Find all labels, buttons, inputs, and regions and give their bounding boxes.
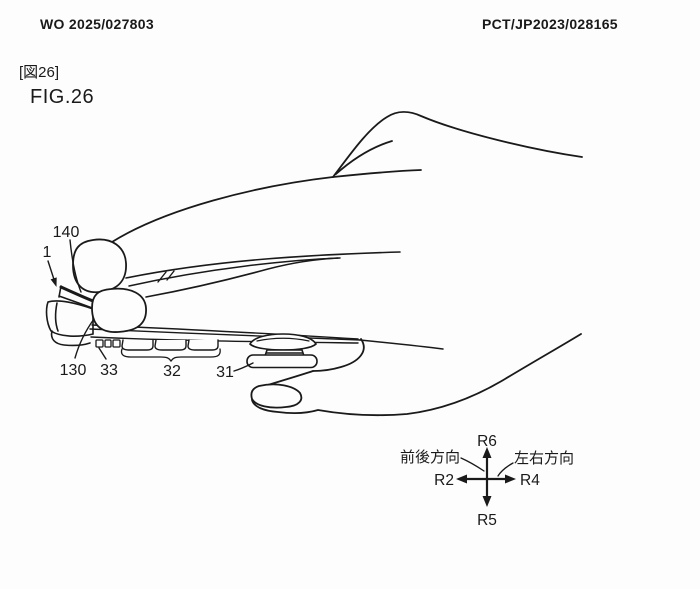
leader-31	[233, 362, 254, 372]
leader-33	[98, 347, 107, 360]
leader-1-arrowhead	[50, 277, 57, 287]
device-front-wedge-top	[59, 285, 95, 303]
button-row-brace	[120, 348, 221, 363]
label-left-right-direction: 左右方向	[514, 450, 574, 467]
index-finger-top-continuation	[332, 169, 422, 178]
horizontal-axis-leader	[497, 462, 514, 477]
label-r6: R6	[477, 433, 497, 450]
stick-disc	[249, 333, 317, 351]
leader-140	[69, 239, 82, 293]
arrowhead-down	[482, 496, 492, 507]
hand-bottom-line	[251, 333, 582, 417]
label-front-rear-direction: 前後方向	[400, 449, 460, 466]
arrowhead-right	[505, 474, 516, 484]
small-buttons	[95, 339, 121, 348]
reference-numerals: 140 1 130 33 32 31	[43, 224, 234, 381]
middle-finger-top-line	[145, 257, 339, 298]
leader-1	[47, 260, 56, 282]
arrowheads	[456, 447, 516, 507]
under-rest	[246, 354, 318, 369]
direction-indicator	[456, 447, 516, 507]
publication-number: WO 2025/027803	[40, 16, 154, 32]
hand-drawing	[72, 111, 583, 417]
index-finger-top-line	[111, 176, 334, 243]
index-finger-bottom-line	[125, 251, 401, 279]
device-front-lip	[50, 330, 91, 347]
ref-130: 130	[60, 362, 87, 379]
device-plate-bottom-edge	[90, 336, 359, 344]
finger-crease-ticks	[157, 270, 175, 283]
direction-indicator-labels: R6 R5 R2 R4 前後方向 左右方向	[400, 433, 574, 529]
label-r5: R5	[477, 512, 497, 529]
label-r2: R2	[434, 472, 454, 489]
middle-fingertip-nail	[91, 287, 147, 333]
index-fingertip-nail	[72, 238, 127, 294]
arrowhead-up	[482, 447, 492, 458]
device-drawing	[45, 285, 444, 369]
leader-130	[74, 318, 95, 359]
ref-31: 31	[216, 364, 234, 381]
button-row	[121, 339, 219, 351]
leader-lines	[47, 239, 254, 372]
label-r4: R4	[520, 472, 540, 489]
knuckle-hump-line	[332, 111, 583, 178]
ref-140: 140	[53, 224, 80, 241]
knuckle-crease-line	[335, 140, 393, 175]
device-plate-right-extension	[359, 339, 444, 350]
stick-disc-line	[256, 337, 310, 342]
figure-bracket-label: [図26]	[19, 64, 60, 81]
palm-edge-line	[312, 338, 365, 372]
arrowhead-left	[456, 474, 467, 484]
device-front-body-inner-line	[54, 302, 59, 332]
device-front-body	[45, 300, 94, 337]
ref-33: 33	[100, 362, 118, 379]
ref-32: 32	[163, 363, 181, 380]
figure-caption: FIG.26	[30, 86, 95, 108]
ref-1: 1	[43, 244, 52, 261]
thumb-nail	[250, 383, 303, 409]
application-number: PCT/JP2023/028165	[482, 16, 618, 32]
vertical-axis-leader	[460, 457, 485, 472]
